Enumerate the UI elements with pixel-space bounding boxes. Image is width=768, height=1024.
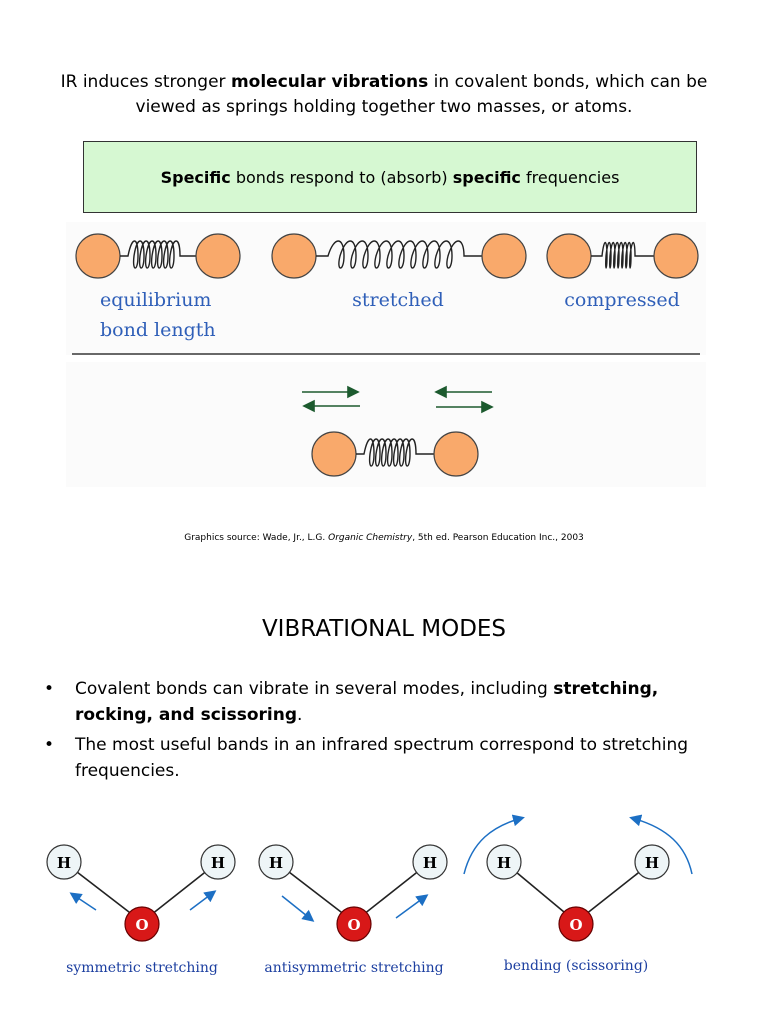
spring-stretched — [316, 240, 482, 269]
callout-bold-2: specific — [452, 167, 521, 187]
spring-oscillating — [356, 438, 434, 467]
atom-o — [558, 906, 594, 942]
bullet-list: • Covalent bonds can vibrate in several … — [40, 676, 730, 788]
ball-compressed-right — [653, 233, 699, 279]
bullet-bold: stretching, rocking, and scissoring — [75, 679, 659, 725]
atom-h — [412, 844, 448, 880]
ball-stretched-left — [271, 233, 317, 279]
ball-equilibrium-right — [195, 233, 241, 279]
label-compressed: compressed — [564, 289, 680, 311]
ball-osc-left — [311, 431, 357, 477]
intro-paragraph: IR induces stronger molecular vibrations… — [40, 70, 728, 120]
atom-o-label: O — [569, 916, 582, 934]
atom-h — [634, 844, 670, 880]
label-stretched: stretched — [352, 289, 444, 311]
bullet-dot: • — [44, 735, 55, 755]
atom-h-label: H — [269, 854, 283, 872]
arrows-left — [302, 385, 360, 413]
intro-bold: molecular vibrations — [230, 72, 429, 92]
atom-h — [258, 844, 294, 880]
mode-bending: H H O bending (scissoring) — [463, 814, 693, 974]
atom-h-label: H — [57, 854, 71, 872]
atom-o — [124, 906, 160, 942]
spring-compressed — [591, 241, 654, 269]
label-bending: bending (scissoring) — [504, 958, 649, 974]
source-prefix: Graphics source: Wade, Jr., L.G. — [184, 533, 329, 543]
bullet-text: The most useful bands in an infrared spe… — [75, 735, 689, 781]
graphics-source: Graphics source: Wade, Jr., L.G. Organic… — [0, 533, 768, 543]
intro-text-2: in covalent bonds, which can be viewed a… — [135, 72, 708, 117]
label-symmetric: symmetric stretching — [66, 960, 218, 976]
atom-h-label: H — [211, 854, 225, 872]
atom-h — [200, 844, 236, 880]
bullet-dot: • — [44, 679, 55, 699]
bullet-item: • The most useful bands in an infrared s… — [40, 732, 730, 784]
ball-equilibrium-left — [75, 233, 121, 279]
label-antisymmetric: antisymmetric stretching — [264, 960, 443, 976]
atom-h — [486, 844, 522, 880]
vibrational-modes-diagram: H H O symmetric stretching H H O antisym… — [46, 814, 693, 976]
arrows-right — [434, 385, 494, 414]
mode-symmetric: H H O symmetric stretching — [46, 844, 236, 976]
callout-box: Specific bonds respond to (absorb) speci… — [83, 141, 697, 213]
bullet-text: Covalent bonds can vibrate in several mo… — [75, 679, 554, 699]
callout-end: frequencies — [520, 167, 620, 187]
ball-osc-right — [433, 431, 479, 477]
atom-h-label: H — [423, 854, 437, 872]
atom-h-label: H — [497, 854, 511, 872]
ball-stretched-right — [481, 233, 527, 279]
bullet-item: • Covalent bonds can vibrate in several … — [40, 676, 730, 728]
callout-mid: bonds respond to (absorb) — [230, 167, 453, 187]
bullet-end: . — [297, 705, 303, 725]
callout-bold-1: Specific — [160, 167, 231, 187]
section-heading: VIBRATIONAL MODES — [261, 616, 507, 642]
label-equilibrium-2: bond length — [100, 319, 216, 341]
spring-diagram: equilibrium bond length stretched compre… — [66, 222, 706, 487]
arc-arrow-left — [463, 814, 525, 875]
atom-o-label: O — [135, 916, 148, 934]
atom-o-label: O — [347, 916, 360, 934]
atom-h-label: H — [645, 854, 659, 872]
atom-o — [336, 906, 372, 942]
spring-equilibrium — [120, 240, 196, 269]
source-suffix: , 5th ed. Pearson Education Inc., 2003 — [412, 533, 584, 543]
intro-text-1: IR induces stronger — [60, 72, 231, 92]
mode-antisymmetric: H H O antisymmetric stretching — [258, 844, 448, 976]
source-title: Organic Chemistry — [328, 533, 413, 543]
arc-arrow-right — [629, 814, 693, 875]
atom-h — [46, 844, 82, 880]
label-equilibrium-1: equilibrium — [100, 289, 211, 311]
ball-compressed-left — [546, 233, 592, 279]
